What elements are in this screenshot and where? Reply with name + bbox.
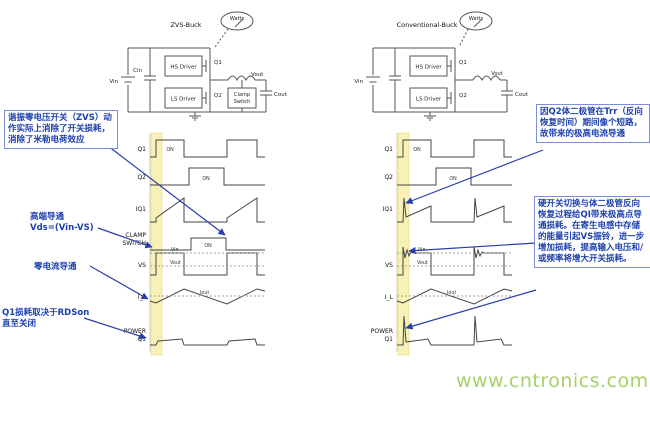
annotation-trr-short: 因Q2体二极管在Trr（反向恢复时间）期间像个短路，故带来的极高电流导通 [536, 104, 650, 144]
conventional-buck-title: Conventional-Buck [397, 21, 458, 29]
watts-label: Watts [469, 16, 484, 22]
vin-mark: Vin [171, 247, 179, 253]
q2-label: Q2 [459, 93, 467, 99]
arrow-q1loss-to-power [83, 317, 147, 340]
on-mark-q2: ON [449, 176, 457, 182]
cin-label: Cin [133, 68, 142, 74]
arrow-highside-to-vs [97, 227, 153, 249]
watts-label: Watts [230, 16, 245, 22]
on-mark-q1: ON [413, 147, 421, 153]
ls-driver-label: LS Driver [416, 97, 442, 103]
annotation-q1-loss: Q1损耗取决于RDSon 直至关闭 [2, 308, 90, 330]
vs-waveform-with-ringing [397, 246, 512, 276]
watermark: www.cntronics.com [456, 370, 649, 392]
row-label-il: I_L [385, 294, 394, 301]
iq1-waveform [150, 197, 265, 223]
vin-label: Vin [109, 79, 118, 85]
row-label-iq1: IQ1 [383, 206, 393, 213]
transition-highlight-band [150, 132, 163, 356]
watts-gauge-icon: Watts [214, 11, 254, 48]
ground-icon [189, 112, 201, 121]
arrow-zerocurrent-to-il [89, 265, 149, 300]
clamp-switch-waveform [150, 237, 265, 251]
vin-label: Vin [354, 79, 363, 85]
zvs-buck-title: ZVS-Buck [170, 21, 201, 29]
annotation-high-side-conduction: 高端导通 Vds=(Vin-VS) [30, 212, 94, 234]
on-mark-q2: ON [202, 176, 210, 182]
row-label-power-1: POWER [124, 328, 146, 335]
row-label-vs: VS [138, 262, 146, 269]
vout-label: Vout [251, 72, 264, 78]
clamp-switch-label-2: Switch [234, 99, 251, 105]
q1-label: Q1 [459, 60, 467, 66]
watts-gauge-icon: Watts [458, 11, 493, 48]
inductor-icon [472, 75, 501, 82]
vout-mark: Vout [170, 260, 181, 266]
row-label-power-2: Q1 [384, 336, 393, 343]
cout-label: Cout [274, 92, 288, 98]
row-label-power-1: POWER [371, 328, 393, 335]
hs-driver-label: HS Driver [170, 65, 197, 71]
q2-waveform [150, 167, 265, 186]
on-mark-clamp: ON [204, 243, 212, 249]
iq1-waveform-with-trr-spike [397, 197, 512, 223]
annotation-zvs: 谐振零电压开关（ZVS）动作实际上消除了开关损耗，消除了米勒电荷效应 [4, 110, 118, 150]
row-label-q1: Q1 [137, 146, 146, 153]
hs-driver-label: HS Driver [415, 65, 442, 71]
ls-driver-label: LS Driver [171, 97, 197, 103]
row-label-clamp-2: SWITCH [122, 240, 146, 247]
power-q1-waveform [150, 338, 265, 346]
row-label-clamp-1: CLAMP [125, 232, 146, 239]
row-label-vs: VS [385, 262, 393, 269]
il-waveform [149, 288, 266, 305]
vout-mark: Vout [417, 260, 428, 266]
q1-waveform [397, 139, 512, 158]
q2-label: Q2 [214, 93, 222, 99]
arrow-hardswitch-to-power-spike [405, 289, 537, 330]
conventional-waveform-panel: Q1 Q2 IQ1 VS I_L POWER Q1 ON ON Vin Vout… [371, 132, 513, 356]
vout-label: Vout [491, 71, 502, 77]
iout-mark: Iout [200, 290, 209, 296]
annotation-hard-switching-loss: 硬开关切换与体二极管反向恢复过程给QI带来极高点导通损耗。在寄生电感中存储的能量… [534, 196, 650, 269]
arrow-trr-to-iq1-spike [405, 149, 544, 204]
transition-highlight-band [397, 132, 410, 356]
ground-icon [424, 112, 436, 121]
row-label-q2: Q2 [384, 174, 393, 181]
iout-mark: Iout [447, 290, 456, 296]
q2-waveform [397, 167, 512, 186]
q1-label: Q1 [214, 60, 222, 66]
power-q1-waveform-with-spike [397, 315, 512, 346]
annotation-arrows [83, 145, 544, 340]
arrow-hardswitch-to-vs-ringing [408, 242, 537, 255]
row-label-iq1: IQ1 [136, 206, 146, 213]
conventional-buck-circuit: Conventional-Buck Watts Vin HS Driver LS… [354, 11, 529, 121]
row-label-q2: Q2 [137, 174, 146, 181]
q1-waveform [150, 139, 265, 158]
vs-waveform [150, 252, 265, 276]
annotation-zero-current: 零电流导通 [34, 262, 77, 272]
inductor-icon [227, 75, 256, 82]
clamp-switch-label-1: Clamp [234, 92, 250, 98]
cout-label: Cout [515, 92, 529, 98]
row-label-power-2: Q1 [137, 336, 146, 343]
row-label-q1: Q1 [384, 146, 393, 153]
arrow-zvs-to-clamp [107, 145, 226, 236]
zvs-buck-circuit: ZVS-Buck Watts Vin Cin HS Driver LS Driv… [109, 11, 288, 121]
il-waveform [396, 288, 513, 305]
on-mark-q1: ON [166, 147, 174, 153]
